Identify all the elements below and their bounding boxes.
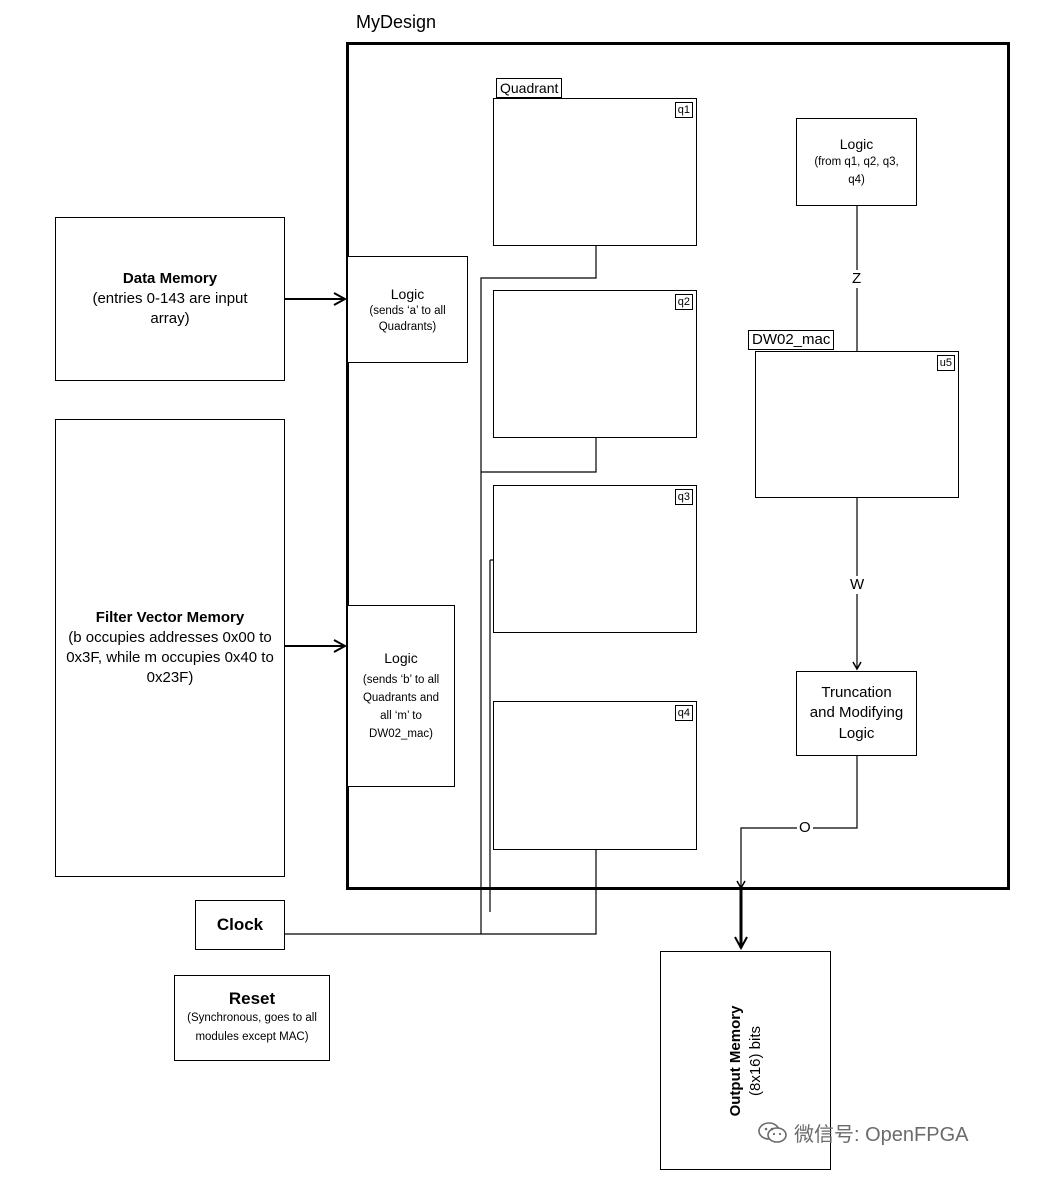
quadrant-q2: q2 — [493, 290, 697, 438]
reset-desc: (Synchronous, goes to all modules except… — [187, 1012, 317, 1043]
clock-wire — [285, 850, 597, 935]
truncation-block: Truncation and Modifying Logic — [796, 671, 917, 756]
quadrant-label: Quadrant — [496, 78, 563, 98]
clock-block: Clock — [195, 900, 285, 950]
u5-instance-label: u5 — [936, 355, 955, 371]
wechat-icon — [758, 1121, 787, 1143]
filter-memory-title: Filter Vector Memory — [95, 609, 245, 626]
logic-a-block: Logic (sends ‘a’ to all Quadrants) — [347, 256, 468, 363]
logic-b-block: Logic (sends ‘b’ to all Quadrants and al… — [347, 605, 455, 787]
output-memory-block: Output Memory (8x16) bits — [660, 951, 831, 1170]
q1-instance-label: q1 — [674, 102, 693, 118]
mac-block: u5 — [755, 351, 959, 498]
mac-label: DW02_mac — [748, 330, 835, 350]
signal-o-label: O — [797, 819, 813, 837]
data-memory-block: Data Memory (entries 0-143 are input arr… — [55, 217, 285, 381]
logic-a-title: Logic — [390, 285, 425, 302]
output-memory-desc: (8x16) bits — [746, 1025, 764, 1096]
reset-title: Reset — [228, 989, 276, 1008]
output-memory-text: Output Memory (8x16) bits — [726, 1005, 766, 1116]
q1-output-wire — [480, 246, 597, 285]
signal-z-label: Z — [850, 270, 864, 288]
q2-instance-label: q2 — [674, 294, 693, 310]
data-memory-desc: (entries 0-143 are input array) — [92, 290, 248, 327]
logic-b-desc: (sends ‘b’ to all Quadrants and all ‘m’ … — [362, 674, 440, 740]
q4-instance-label: q4 — [674, 705, 693, 721]
logic-z-block: Logic (from q1, q2, q3, q4) — [796, 118, 917, 206]
watermark-text: 微信号: OpenFPGA — [794, 1124, 969, 1146]
q3-instance-label: q3 — [674, 489, 693, 505]
logic-a-desc: (sends ‘a’ to all Quadrants) — [369, 304, 446, 333]
filter-memory-block: Filter Vector Memory (b occupies address… — [55, 419, 285, 877]
quadrant-q1: q1 — [493, 98, 697, 246]
output-memory-title: Output Memory — [726, 1005, 744, 1116]
mydesign-block — [346, 42, 1010, 890]
signal-w-label: W — [848, 576, 867, 594]
clock-label: Clock — [216, 915, 264, 934]
design-title: MyDesign — [356, 12, 437, 32]
logic-z-desc: (from q1, q2, q3, q4) — [814, 156, 899, 186]
logic-b-title: Logic — [384, 650, 418, 666]
quadrant-q3: q3 — [493, 485, 697, 633]
watermark: 微信号: OpenFPGA — [758, 1118, 969, 1147]
q2-output-wire — [481, 438, 597, 473]
filter-memory-desc: (b occupies addresses 0x00 to 0x3F, whil… — [66, 629, 274, 686]
logic-z-title: Logic — [839, 136, 874, 152]
quadrant-q4: q4 — [493, 701, 697, 850]
truncation-text: Truncation and Modifying Logic — [809, 683, 904, 742]
data-memory-title: Data Memory — [122, 270, 218, 287]
reset-block: Reset (Synchronous, goes to all modules … — [174, 975, 330, 1061]
